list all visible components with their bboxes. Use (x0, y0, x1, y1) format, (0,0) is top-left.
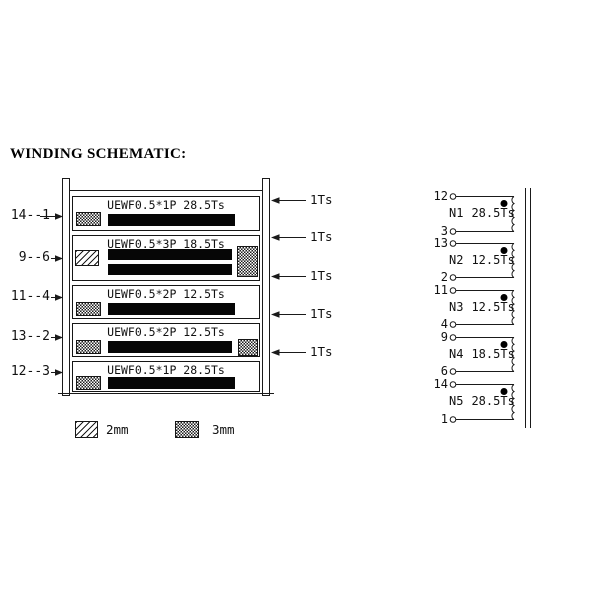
winding-bar (108, 214, 235, 226)
legend-dot-label: 3mm (212, 422, 235, 437)
circuit-winding-n5 (449, 381, 516, 423)
pin-terminal-icon (449, 334, 457, 341)
legend-dot-swatch (175, 421, 199, 438)
winding-label: N5 28.5Ts (449, 394, 515, 408)
pin-terminal-icon (449, 228, 457, 235)
tape-turns-label: 1Ts (310, 192, 333, 207)
polarity-dot-icon (500, 341, 508, 348)
pin-terminal-icon (449, 416, 457, 423)
winding-name: N3 (449, 300, 464, 314)
coil-icon (511, 384, 516, 420)
tape-3mm-box (76, 302, 101, 316)
winding-label: N3 12.5Ts (449, 300, 515, 314)
pin-terminal-icon (449, 287, 457, 294)
pin-arrow (40, 213, 63, 220)
pin-terminal-icon (449, 193, 457, 200)
pin-pair-label: 12--3 (10, 364, 50, 379)
tape-arrow (271, 197, 306, 204)
tape-3mm-box (76, 376, 101, 390)
legend-hatch-swatch (75, 421, 98, 438)
winding-bar (108, 264, 232, 275)
tape-arrow (271, 273, 306, 280)
polarity-dot-icon (500, 294, 508, 301)
pin-number: 12 (433, 189, 448, 203)
pin-number: 2 (440, 270, 448, 284)
pin-arrow (51, 294, 63, 301)
row-label: UEWF0.5*1P 28.5Ts (107, 198, 225, 212)
polarity-dot-icon (500, 200, 508, 207)
pin-number: 4 (440, 317, 448, 331)
pin-number: 11 (433, 283, 448, 297)
pin-number: 13 (433, 236, 448, 250)
winding-name: N5 (449, 394, 464, 408)
circuit-winding-n4 (449, 334, 516, 375)
winding-bar (108, 341, 232, 353)
tape-turns-label: 1Ts (310, 229, 333, 244)
row-label: UEWF0.5*2P 12.5Ts (107, 325, 225, 339)
circuit-winding-n1 (449, 193, 516, 235)
row-label: UEWF0.5*1P 28.5Ts (107, 363, 225, 377)
bobbin-left-flange (62, 178, 70, 396)
bobbin-right-flange (262, 178, 270, 396)
tape-3mm-box (76, 212, 101, 226)
winding-bar (108, 303, 235, 315)
polarity-dot-icon (500, 388, 508, 395)
pin-terminal-icon (449, 274, 457, 281)
pin-number: 6 (440, 364, 448, 378)
page-title: WINDING SCHEMATIC: (10, 146, 187, 162)
winding-turns: 28.5Ts (471, 394, 515, 408)
circuit-winding-n2 (449, 240, 516, 281)
pin-number: 1 (440, 412, 448, 426)
tape-turns-label: 1Ts (310, 344, 333, 359)
row-label: UEWF0.5*2P 12.5Ts (107, 287, 225, 301)
pin-pair-label: 11--4 (10, 289, 50, 304)
tape-turns-label: 1Ts (310, 306, 333, 321)
winding-name: N2 (449, 253, 464, 267)
winding-label: N4 18.5Ts (449, 347, 515, 361)
pin-terminal-icon (449, 321, 457, 328)
pin-arrow (51, 255, 63, 262)
winding-turns: 28.5Ts (471, 206, 515, 220)
winding-name: N4 (449, 347, 464, 361)
coil-icon (511, 290, 516, 325)
tape-arrow (271, 311, 306, 318)
winding-name: N1 (449, 206, 464, 220)
winding-turns: 12.5Ts (471, 253, 515, 267)
coil-icon (511, 243, 516, 278)
winding-label: N2 12.5Ts (449, 253, 515, 267)
tape-3mm-box (76, 340, 101, 354)
polarity-dot-icon (500, 247, 508, 254)
coil-icon (511, 196, 516, 232)
pin-terminal-icon (449, 368, 457, 375)
tape-3mm-box (238, 339, 258, 356)
tape-2mm-box (75, 250, 99, 266)
circuit-winding-n3 (449, 287, 516, 328)
row-label: UEWF0.5*3P 18.5Ts (107, 237, 225, 251)
tape-3mm-box (237, 246, 258, 277)
tape-turns-label: 1Ts (310, 268, 333, 283)
pin-number: 3 (440, 224, 448, 238)
pin-pair-label: 13--2 (10, 329, 50, 344)
pin-number: 9 (440, 330, 448, 344)
pin-arrow (51, 334, 63, 341)
winding-bar (108, 377, 235, 389)
winding-turns: 18.5Ts (471, 347, 515, 361)
legend-hatch-label: 2mm (106, 422, 129, 437)
coil-icon (511, 337, 516, 372)
pin-terminal-icon (449, 381, 457, 388)
pin-pair-label: 14--1 (10, 208, 50, 223)
winding-bar (108, 249, 232, 260)
pin-terminal-icon (449, 240, 457, 247)
tape-arrow (271, 234, 306, 241)
winding-turns: 12.5Ts (471, 300, 515, 314)
tape-arrow (271, 349, 306, 356)
pin-number: 14 (433, 377, 448, 391)
winding-label: N1 28.5Ts (449, 206, 515, 220)
pin-arrow (51, 369, 63, 376)
pin-pair-label: 9--6 (18, 250, 50, 265)
